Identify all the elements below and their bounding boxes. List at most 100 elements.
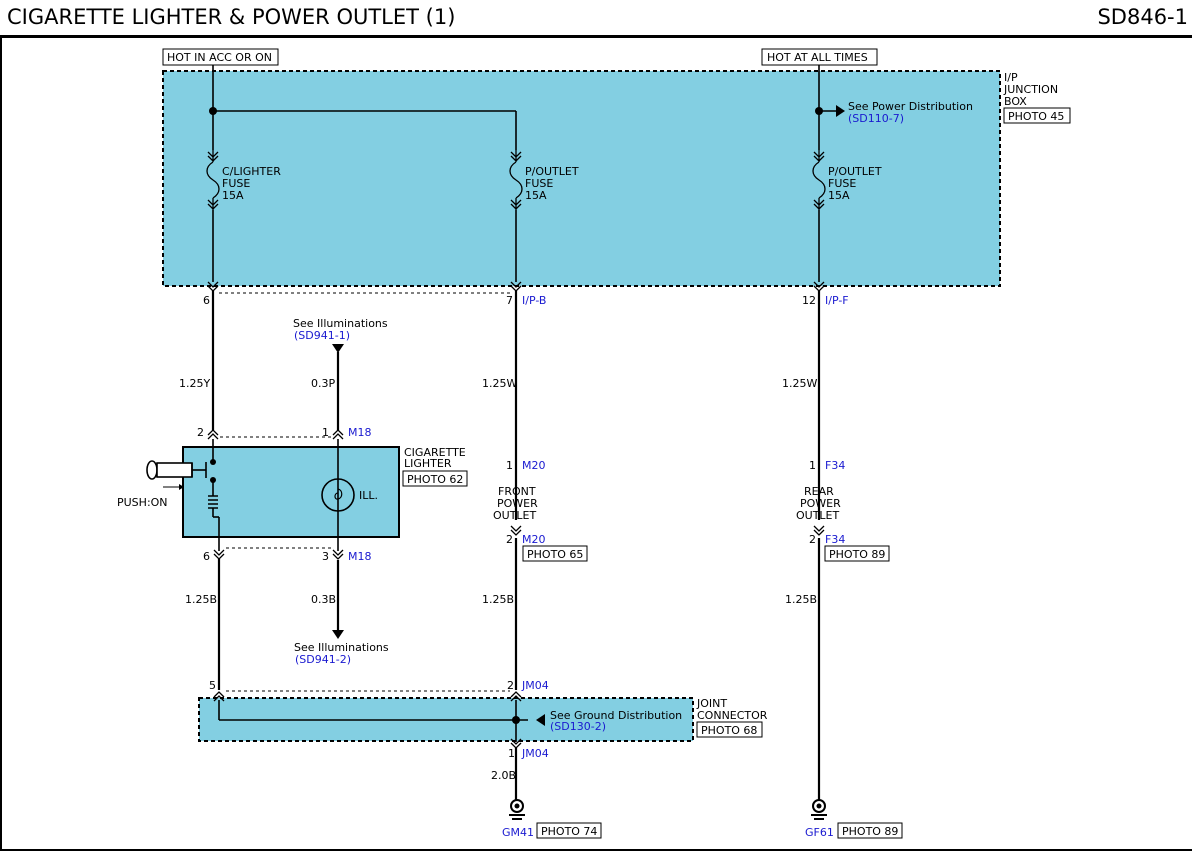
front-outlet-name-1: FRONT	[498, 485, 536, 498]
wire-20b: 2.0B	[491, 769, 516, 782]
rear-outlet-name-1: REAR	[804, 485, 834, 498]
jb-pin-7: 7	[506, 294, 513, 307]
ground-gf61-icon	[810, 799, 828, 820]
fuse-3-line2: FUSE	[828, 177, 856, 190]
illum-top-ref: (SD941-1)	[294, 329, 350, 342]
joint-photo-box	[696, 721, 763, 738]
push-button-icon	[146, 460, 206, 480]
lighter-lamp-label: ILL.	[359, 489, 378, 502]
joint-pin-left: 5	[209, 679, 216, 692]
lighter-photo: PHOTO 62	[407, 473, 463, 486]
wire-125w-front: 1.25W	[482, 377, 517, 390]
lighter-pin-bot-left: 6	[203, 550, 210, 563]
illum-bottom-label: See Illuminations	[294, 641, 389, 654]
ground-gf61-id: GF61	[805, 826, 834, 839]
fuse-3-line1: P/OUTLET	[828, 165, 882, 178]
front-outlet-photo: PHOTO 65	[527, 548, 583, 561]
lighter-pin-3-icon	[332, 549, 344, 560]
front-outlet-conn-top: M20	[522, 459, 546, 472]
wire-125w-rear: 1.25W	[782, 377, 817, 390]
joint-conn-top: JM04	[521, 679, 549, 692]
ground-gf61-photo-box	[837, 822, 903, 839]
rear-outlet-conn-bot: F34	[825, 533, 845, 546]
header-rule	[0, 35, 1192, 38]
jb-conn-ipb: I/P-B	[522, 294, 546, 307]
power-dist-ref: (SD110-7)	[848, 112, 904, 125]
splice-dot-left	[209, 107, 217, 115]
power-dist-label: See Power Distribution	[848, 100, 973, 113]
rear-outlet-name-2: POWER	[800, 497, 841, 510]
lighter-contact-bottom	[210, 477, 216, 483]
wire-125b-rear: 1.25B	[785, 593, 817, 606]
ground-dist-ref: (SD130-2)	[550, 720, 606, 733]
joint-pin-right: 2	[507, 679, 514, 692]
rear-outlet-photo: PHOTO 89	[829, 548, 885, 561]
lighter-pin-bot-right: 3	[322, 550, 329, 563]
lighter-name-2: LIGHTER	[404, 457, 452, 470]
lighter-pin-top-left: 2	[197, 426, 204, 439]
illum-bottom-arrow	[332, 630, 344, 639]
ground-gf61-photo: PHOTO 89	[842, 825, 898, 838]
page-title: CIGARETTE LIGHTER & POWER OUTLET (1)	[7, 5, 456, 29]
illum-top-label: See Illuminations	[293, 317, 388, 330]
lighter-pin-2-icon	[207, 429, 219, 440]
fuse-3-line3: 15A	[828, 189, 850, 202]
wire-125b-front: 1.25B	[482, 593, 514, 606]
power-source-always: HOT AT ALL TIMES	[767, 51, 868, 64]
ground-dist-label: See Ground Distribution	[550, 709, 682, 722]
ground-gm41-photo: PHOTO 74	[541, 825, 597, 838]
wire-125y: 1.25Y	[179, 377, 210, 390]
splice-dot-right	[815, 107, 823, 115]
fuse-1-line3: 15A	[222, 189, 244, 202]
push-arrow-head	[179, 484, 184, 490]
joint-splice-dot	[512, 716, 520, 724]
fuse-2-line1: P/OUTLET	[525, 165, 579, 178]
ground-dist-arrow	[536, 714, 545, 726]
illum-top-arrow	[332, 344, 344, 353]
lighter-conn-top: M18	[348, 426, 372, 439]
rear-outlet-conn-top: F34	[825, 459, 845, 472]
lighter-conn-bot: M18	[348, 550, 372, 563]
lighter-name-1: CIGARETTE	[404, 446, 466, 459]
joint-conn-bot: JM04	[521, 747, 549, 760]
junction-box-photo-box	[1003, 107, 1071, 124]
fuse-1-line2: FUSE	[222, 177, 250, 190]
power-source-acc-box	[162, 48, 279, 66]
ground-gm41-icon	[508, 799, 526, 820]
rear-outlet-photo-box	[824, 545, 890, 562]
front-outlet-pin-bot: 2	[506, 533, 513, 546]
power-source-acc: HOT IN ACC OR ON	[167, 51, 272, 64]
lighter-pin-top-right: 1	[322, 426, 329, 439]
wire-03b: 0.3B	[311, 593, 336, 606]
fuse-2-line2: FUSE	[525, 177, 553, 190]
jb-pin-6: 6	[203, 294, 210, 307]
front-outlet-photo-box	[522, 545, 588, 562]
lamp-filament-icon	[334, 488, 343, 500]
ground-gm41-photo-box	[536, 822, 602, 839]
joint-name-1: JOINT	[696, 697, 727, 710]
lighter-contact-top	[210, 459, 216, 465]
ground-gm41-id: GM41	[502, 826, 534, 839]
front-outlet-pin-top: 1	[506, 459, 513, 472]
junction-box	[162, 70, 1001, 287]
junction-box-label-2: JUNCTION	[1003, 83, 1058, 96]
junction-box-photo: PHOTO 45	[1008, 110, 1064, 123]
rear-outlet-pin-bot: 2	[809, 533, 816, 546]
lighter-pin-6-icon	[213, 549, 225, 560]
joint-photo: PHOTO 68	[701, 724, 757, 737]
joint-pin-bot: 1	[508, 747, 515, 760]
illum-bottom-ref: (SD941-2)	[295, 653, 351, 666]
power-dist-arrow	[836, 105, 845, 117]
page-code: SD846-1	[1097, 5, 1188, 29]
jb-pin-12: 12	[802, 294, 816, 307]
lighter-push-label: PUSH:ON	[117, 496, 168, 509]
rear-outlet-pin-top: 1	[809, 459, 816, 472]
junction-box-label-1: I/P	[1004, 71, 1018, 84]
rear-outlet-name-3: OUTLET	[796, 509, 840, 522]
wire-03p: 0.3P	[311, 377, 335, 390]
fuse-1-line1: C/LIGHTER	[222, 165, 281, 178]
junction-box-label-3: BOX	[1004, 95, 1027, 108]
jb-conn-ipf: I/P-F	[825, 294, 849, 307]
